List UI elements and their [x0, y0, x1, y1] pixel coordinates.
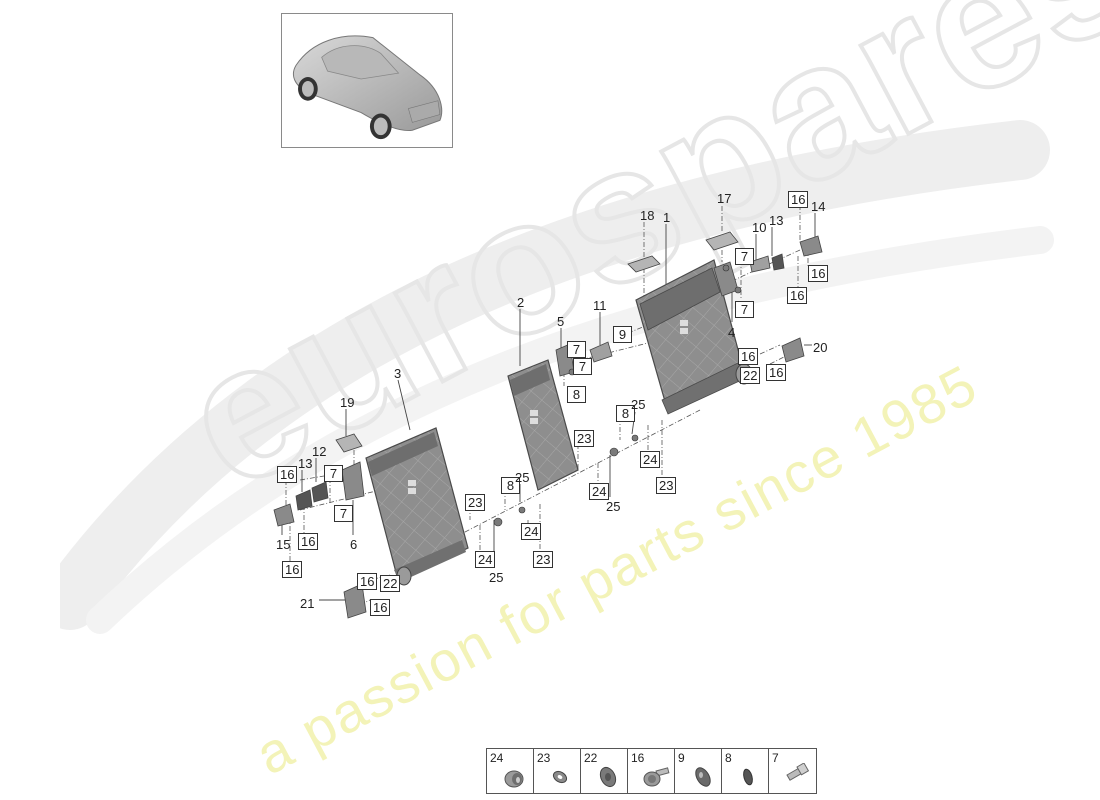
callout-5[interactable]: 5: [557, 314, 565, 329]
part-6-hinge: [341, 461, 365, 501]
callout-25[interactable]: 25: [631, 397, 646, 412]
callout-16[interactable]: 16: [298, 533, 319, 550]
part-3-seat-backrest-left: [365, 427, 469, 586]
flange-nut-icon: [504, 770, 524, 788]
vehicle-thumbnail[interactable]: [281, 13, 453, 148]
callout-7[interactable]: 7: [567, 341, 586, 358]
part-10-bracket: [749, 255, 771, 273]
fastener-legend: 24 23 22 16 9 8: [486, 748, 817, 794]
legend-number: 8: [725, 751, 732, 765]
callout-10[interactable]: 10: [752, 220, 767, 235]
callout-16[interactable]: 16: [808, 265, 829, 282]
dome-washer-icon: [695, 767, 711, 787]
legend-number: 22: [584, 751, 598, 765]
callout-8[interactable]: 8: [616, 405, 635, 422]
callout-25[interactable]: 25: [606, 499, 621, 514]
callout-24[interactable]: 24: [640, 451, 661, 468]
part-17-cover: [705, 231, 739, 251]
callout-13[interactable]: 13: [298, 456, 313, 471]
callout-1[interactable]: 1: [663, 210, 671, 225]
callout-8[interactable]: 8: [567, 386, 586, 403]
callout-23[interactable]: 23: [465, 494, 486, 511]
callout-11[interactable]: 11: [593, 298, 607, 313]
callout-22[interactable]: 22: [380, 575, 401, 592]
callout-7[interactable]: 7: [573, 358, 592, 375]
callout-14[interactable]: 14: [811, 199, 826, 214]
callout-16[interactable]: 16: [282, 561, 303, 578]
callout-20[interactable]: 20: [813, 340, 828, 355]
callout-16[interactable]: 16: [788, 191, 809, 208]
legend-number: 9: [678, 751, 685, 765]
callout-23[interactable]: 23: [574, 430, 595, 447]
callout-7[interactable]: 7: [735, 301, 754, 318]
callout-25[interactable]: 25: [489, 570, 504, 585]
part-15-latch: [273, 503, 295, 527]
callout-16[interactable]: 16: [370, 599, 391, 616]
callout-8[interactable]: 8: [501, 477, 520, 494]
callout-24[interactable]: 24: [589, 483, 610, 500]
callout-9[interactable]: 9: [613, 326, 632, 343]
part-20-cap: [781, 337, 805, 363]
callout-17[interactable]: 17: [717, 191, 732, 206]
part-19-cover: [335, 433, 363, 453]
callout-19[interactable]: 19: [340, 395, 355, 410]
callout-24[interactable]: 24: [475, 551, 496, 568]
callout-21[interactable]: 21: [300, 596, 315, 611]
part-12-bracket: [311, 481, 329, 503]
callout-12[interactable]: 12: [312, 444, 327, 459]
part-2-seat-backrest-middle: [507, 359, 579, 491]
callout-7[interactable]: 7: [735, 248, 754, 265]
legend-number: 16: [631, 751, 645, 765]
callout-16[interactable]: 16: [277, 466, 298, 483]
washer-icon: [552, 770, 568, 784]
legend-item-7[interactable]: 7: [769, 749, 816, 793]
legend-number: 24: [490, 751, 504, 765]
part-18-cover: [627, 255, 661, 273]
hex-bolt-icon: [786, 763, 810, 781]
legend-number: 7: [772, 751, 779, 765]
part-13-pad: [771, 253, 785, 271]
callout-4[interactable]: 4: [728, 325, 736, 340]
legend-number: 23: [537, 751, 551, 765]
part-21-cap: [343, 583, 367, 619]
callout-16[interactable]: 16: [787, 287, 808, 304]
legend-item-23[interactable]: 23: [534, 749, 581, 793]
legend-item-16[interactable]: 16: [628, 749, 675, 793]
flange-bolt-icon: [643, 767, 670, 787]
disc-nut-icon: [599, 766, 617, 788]
callout-23[interactable]: 23: [656, 477, 677, 494]
callout-16[interactable]: 16: [766, 364, 787, 381]
callout-22[interactable]: 22: [740, 367, 761, 384]
legend-item-8[interactable]: 8: [722, 749, 769, 793]
callout-3[interactable]: 3: [394, 366, 402, 381]
callout-7[interactable]: 7: [324, 465, 343, 482]
callout-6[interactable]: 6: [350, 537, 358, 552]
callout-16[interactable]: 16: [738, 348, 759, 365]
callout-16[interactable]: 16: [357, 573, 378, 590]
callout-18[interactable]: 18: [640, 208, 655, 223]
grommet-icon: [743, 768, 753, 786]
car-icon: [292, 35, 443, 140]
part-13-pad-left: [295, 489, 313, 511]
callout-7[interactable]: 7: [334, 505, 353, 522]
callout-23[interactable]: 23: [533, 551, 554, 568]
callout-24[interactable]: 24: [521, 523, 542, 540]
callout-15[interactable]: 15: [276, 537, 291, 552]
callout-25[interactable]: 25: [515, 470, 530, 485]
legend-item-9[interactable]: 9: [675, 749, 722, 793]
part-14-latch: [799, 235, 823, 257]
callout-2[interactable]: 2: [517, 295, 525, 310]
legend-item-22[interactable]: 22: [581, 749, 628, 793]
legend-item-24[interactable]: 24: [487, 749, 534, 793]
part-11-bracket: [589, 341, 613, 363]
callout-13[interactable]: 13: [769, 213, 784, 228]
